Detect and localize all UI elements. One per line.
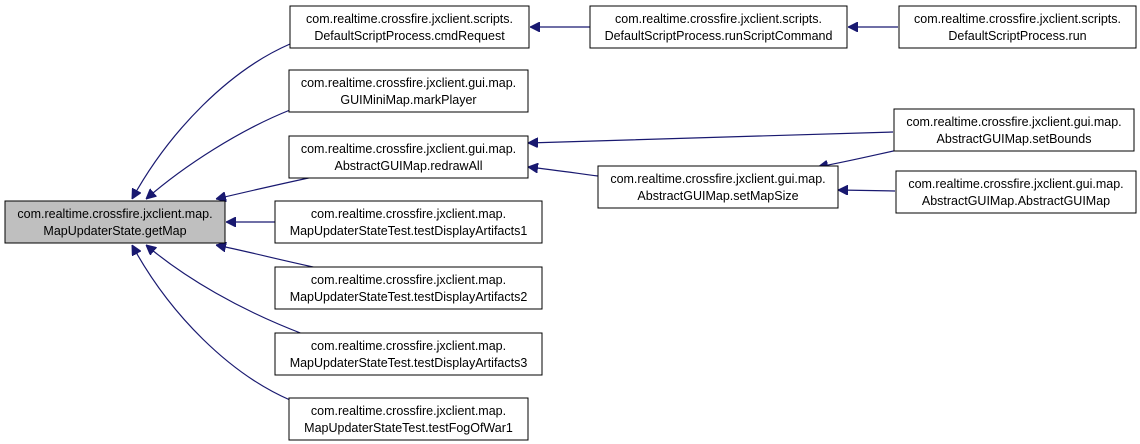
node-label-line1: com.realtime.crossfire.jxclient.scripts. (914, 12, 1121, 26)
edge-fog-to-getMap (132, 245, 291, 401)
node-label-line1: com.realtime.crossfire.jxclient.map. (17, 207, 212, 221)
node-box (274, 332, 543, 376)
node-label-line1: com.realtime.crossfire.jxclient.gui.map. (908, 177, 1123, 191)
node-label-line1: com.realtime.crossfire.jxclient.map. (311, 339, 506, 353)
node-cmdRequest[interactable]: com.realtime.crossfire.jxclient.scripts.… (289, 5, 530, 49)
node-box (597, 165, 839, 209)
node-box (893, 108, 1135, 152)
node-label-line1: com.realtime.crossfire.jxclient.gui.map. (301, 142, 516, 156)
node-box (274, 200, 543, 244)
node-label-line2: DefaultScriptProcess.run (948, 29, 1086, 43)
node-label-line1: com.realtime.crossfire.jxclient.scripts. (306, 12, 513, 26)
node-box (589, 5, 848, 49)
node-label-line1: com.realtime.crossfire.jxclient.gui.map. (610, 172, 825, 186)
node-setBounds[interactable]: com.realtime.crossfire.jxclient.gui.map.… (893, 108, 1135, 152)
node-redrawAll[interactable]: com.realtime.crossfire.jxclient.gui.map.… (288, 135, 529, 179)
edge-ctor-to-setMapSize (838, 190, 896, 191)
node-label-line2: MapUpdaterStateTest.testDisplayArtifacts… (290, 224, 528, 238)
node-label-line2: DefaultScriptProcess.runScriptCommand (605, 29, 833, 43)
node-box (898, 5, 1137, 49)
edge-test3-to-getMap (146, 245, 304, 335)
node-label-line2: MapUpdaterStateTest.testFogOfWar1 (304, 421, 513, 435)
node-box (289, 5, 530, 49)
node-label-line2: MapUpdaterStateTest.testDisplayArtifacts… (290, 290, 528, 304)
node-getMap[interactable]: com.realtime.crossfire.jxclient.map. Map… (4, 200, 226, 244)
node-label-line2: GUIMiniMap.markPlayer (340, 93, 476, 107)
node-runScriptCommand[interactable]: com.realtime.crossfire.jxclient.scripts.… (589, 5, 848, 49)
node-test2[interactable]: com.realtime.crossfire.jxclient.map. Map… (274, 266, 543, 310)
node-label-line2: AbstractGUIMap.setBounds (937, 132, 1092, 146)
node-label-line1: com.realtime.crossfire.jxclient.gui.map. (301, 76, 516, 90)
node-box (288, 69, 529, 113)
edges (132, 27, 899, 401)
node-fog[interactable]: com.realtime.crossfire.jxclient.map. Map… (288, 397, 529, 441)
edge-cmdRequest-to-getMap (132, 43, 291, 199)
node-test1[interactable]: com.realtime.crossfire.jxclient.map. Map… (274, 200, 543, 244)
node-label-line2: MapUpdaterStateTest.testDisplayArtifacts… (290, 356, 528, 370)
node-label-line1: com.realtime.crossfire.jxclient.gui.map. (906, 115, 1121, 129)
edge-markPlayer-to-getMap (146, 109, 291, 199)
node-test3[interactable]: com.realtime.crossfire.jxclient.map. Map… (274, 332, 543, 376)
node-label-line2: AbstractGUIMap.AbstractGUIMap (922, 194, 1110, 208)
node-label-line1: com.realtime.crossfire.jxclient.map. (311, 207, 506, 221)
node-box (288, 397, 529, 441)
node-label-line1: com.realtime.crossfire.jxclient.scripts. (615, 12, 822, 26)
node-label-line2: AbstractGUIMap.setMapSize (637, 189, 798, 203)
edge-setBounds-to-redrawAll (528, 131, 894, 143)
node-setMapSize[interactable]: com.realtime.crossfire.jxclient.gui.map.… (597, 165, 839, 209)
node-label-line2: MapUpdaterState.getMap (43, 224, 186, 238)
node-label-line2: DefaultScriptProcess.cmdRequest (314, 29, 505, 43)
node-box (4, 200, 226, 244)
edge-redrawAll-to-getMap (216, 175, 319, 199)
node-label-line1: com.realtime.crossfire.jxclient.map. (311, 273, 506, 287)
node-label-line1: com.realtime.crossfire.jxclient.map. (311, 404, 506, 418)
node-box (895, 170, 1137, 214)
node-markPlayer[interactable]: com.realtime.crossfire.jxclient.gui.map.… (288, 69, 529, 113)
edge-setBounds-to-setMapSize (818, 149, 899, 167)
node-run[interactable]: com.realtime.crossfire.jxclient.scripts.… (898, 5, 1137, 49)
node-label-line2: AbstractGUIMap.redrawAll (335, 159, 483, 173)
node-ctor[interactable]: com.realtime.crossfire.jxclient.gui.map.… (895, 170, 1137, 214)
node-box (274, 266, 543, 310)
edge-setMapSize-to-redrawAll (528, 167, 599, 177)
edge-test2-to-getMap (216, 245, 319, 269)
node-box (288, 135, 529, 179)
